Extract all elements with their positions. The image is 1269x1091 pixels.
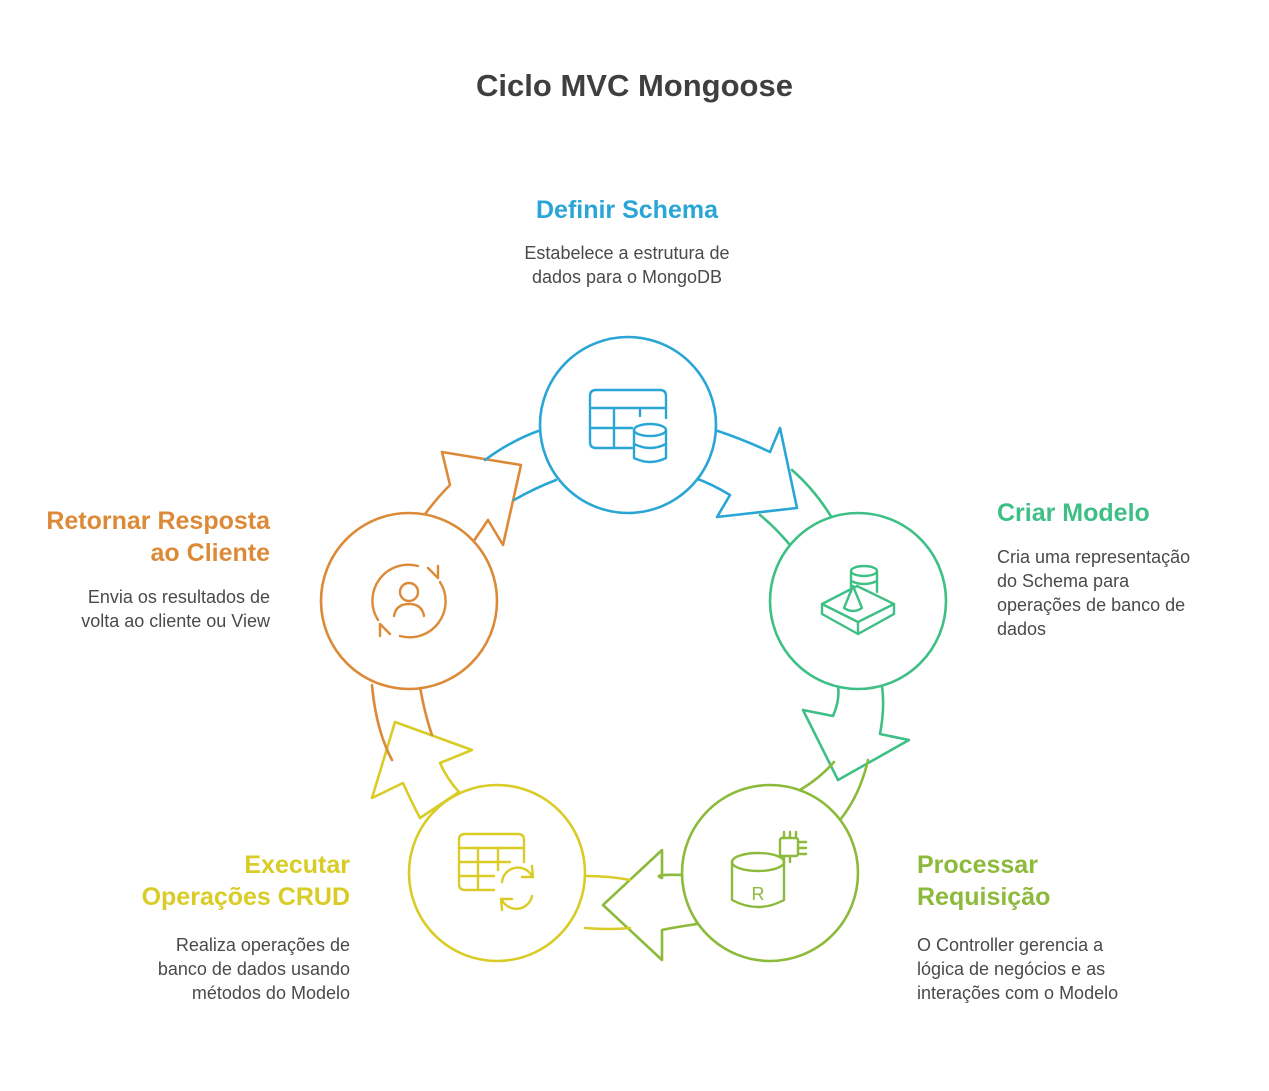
stage-desc-line: O Controller gerencia a (917, 935, 1104, 955)
stage-desc-line: Cria uma representação (997, 547, 1191, 567)
stage-title-line: Requisição (917, 883, 1051, 911)
stage-title-execute-crud: Executar Operações CRUD (50, 849, 350, 913)
stage-title-create-model: Criar Modelo (997, 497, 1257, 529)
node-process-request (680, 783, 860, 963)
node-define-schema (538, 335, 718, 515)
stage-title-line: Executar (244, 851, 350, 879)
diagram-title: Ciclo MVC Mongoose (476, 68, 793, 103)
stage-desc-line: Envia os resultados de (87, 587, 270, 607)
stage-desc-line: lógica de negócios e as (917, 959, 1106, 979)
svg-text:R: R (752, 884, 765, 904)
stage-desc-line: dados para o MongoDB (531, 267, 723, 287)
node-execute-crud (407, 783, 587, 963)
connector-response-arc (370, 683, 434, 762)
stage-title-line: Definir Schema (535, 196, 718, 224)
stage-title-line: Criar Modelo (997, 499, 1150, 527)
stage-desc-line: banco de dados usando (157, 959, 350, 979)
stage-title-line: ao Cliente (150, 539, 270, 567)
stage-desc-line: volta ao cliente ou View (81, 611, 270, 631)
connector-controller-arc (798, 758, 870, 822)
stage-desc-line: Estabelece a estrutura de (524, 243, 730, 263)
stage-desc-line: métodos do Modelo (191, 983, 350, 1003)
stage-desc-line: dados (997, 619, 1047, 639)
stage-desc-line: interações com o Modelo (917, 983, 1119, 1003)
connector-schema-arc (483, 428, 558, 502)
stage-desc-execute-crud: Realiza operações de banco de dados usan… (50, 933, 350, 1005)
arrow-schema-to-model (693, 426, 799, 519)
stage-desc-return-response: Envia os resultados de volta ao cliente … (10, 585, 270, 633)
stage-title-return-response: Retornar Resposta ao Cliente (10, 505, 270, 569)
arrow-crud-to-response (370, 720, 474, 820)
stage-title-line: Processar (917, 851, 1038, 879)
database-model-icon (820, 564, 896, 636)
connector-crud-arc (583, 874, 632, 931)
stage-title-line: Retornar Resposta (46, 507, 270, 535)
arrow-controller-to-crud (601, 848, 699, 962)
database-chip-icon: R (730, 830, 808, 909)
arrow-model-to-controller (801, 684, 911, 782)
stage-desc-create-model: Cria uma representação do Schema para op… (997, 545, 1257, 641)
user-refresh-icon (371, 563, 447, 639)
stage-desc-line: do Schema para (997, 571, 1130, 591)
stage-desc-process-request: O Controller gerencia a lógica de negóci… (917, 933, 1217, 1005)
stage-title-line: Operações CRUD (141, 883, 350, 911)
stage-desc-line: Realiza operações de (175, 935, 350, 955)
stage-title-define-schema: Definir Schema (427, 194, 827, 226)
connector-model-arc (758, 468, 834, 547)
table-refresh-icon (457, 832, 535, 912)
stage-desc-define-schema: Estabelece a estrutura de dados para o M… (427, 241, 827, 289)
table-database-icon (588, 388, 668, 464)
stage-desc-line: operações de banco de (997, 595, 1186, 615)
stage-title-process-request: Processar Requisição (917, 849, 1217, 913)
